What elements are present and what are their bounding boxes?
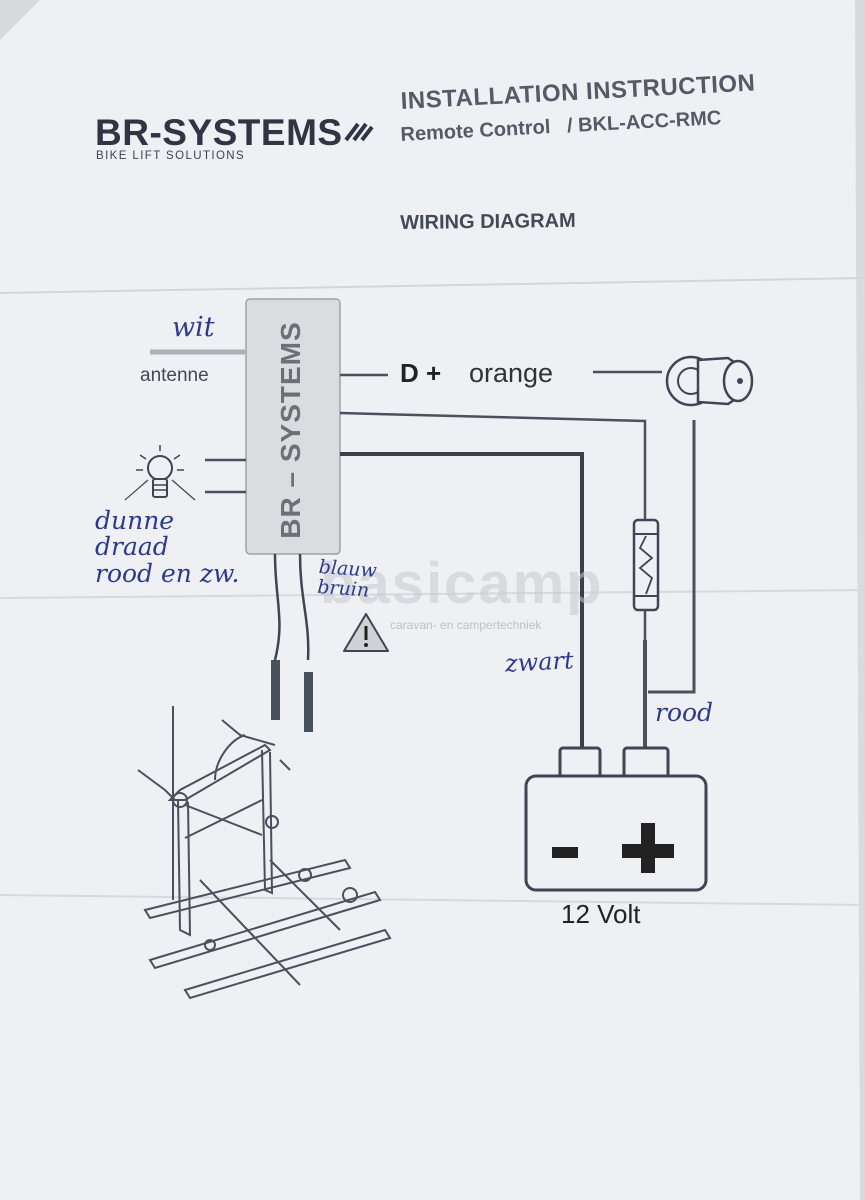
- ignition-feed-wire: [339, 411, 647, 500]
- module-label: BR – SYSTEMS: [275, 321, 306, 539]
- antenna-label: antenne: [140, 365, 209, 386]
- brand-tagline: BIKE LIFT SOLUTIONS: [96, 150, 246, 162]
- handwritten-black-note: zwart: [504, 646, 575, 678]
- ignition-return-wire: [648, 420, 696, 694]
- battery-voltage-label: 12 Volt: [561, 899, 641, 929]
- motor-cables: [271, 553, 313, 732]
- fuse-icon: [632, 500, 660, 640]
- ground-wire: [340, 452, 584, 748]
- handwritten-thin-wire-note: dunne draad rood en zw.: [95, 506, 240, 588]
- dplus-color-label: orange: [469, 358, 554, 388]
- watermark-text: basicamp: [320, 551, 604, 616]
- warning-triangle-icon: [343, 613, 389, 652]
- handwritten-blue-brown-note: blauw bruin: [316, 556, 378, 602]
- brand-logo-text: BR-SYSTEMS: [95, 112, 343, 153]
- watermark-subtitle: caravan- en campertechniek: [390, 618, 542, 632]
- control-module-box: [245, 298, 341, 555]
- warning-light-icon: [124, 445, 196, 501]
- brand-slash-icon: [344, 122, 374, 142]
- dplus-label: D +: [400, 358, 442, 388]
- bike-rack-illustration: [137, 706, 392, 1000]
- battery-icon: [524, 746, 708, 892]
- handwritten-antenna-note: wit: [172, 312, 215, 343]
- ignition-key-icon: [665, 355, 754, 407]
- handwritten-red-note: rood: [655, 698, 714, 727]
